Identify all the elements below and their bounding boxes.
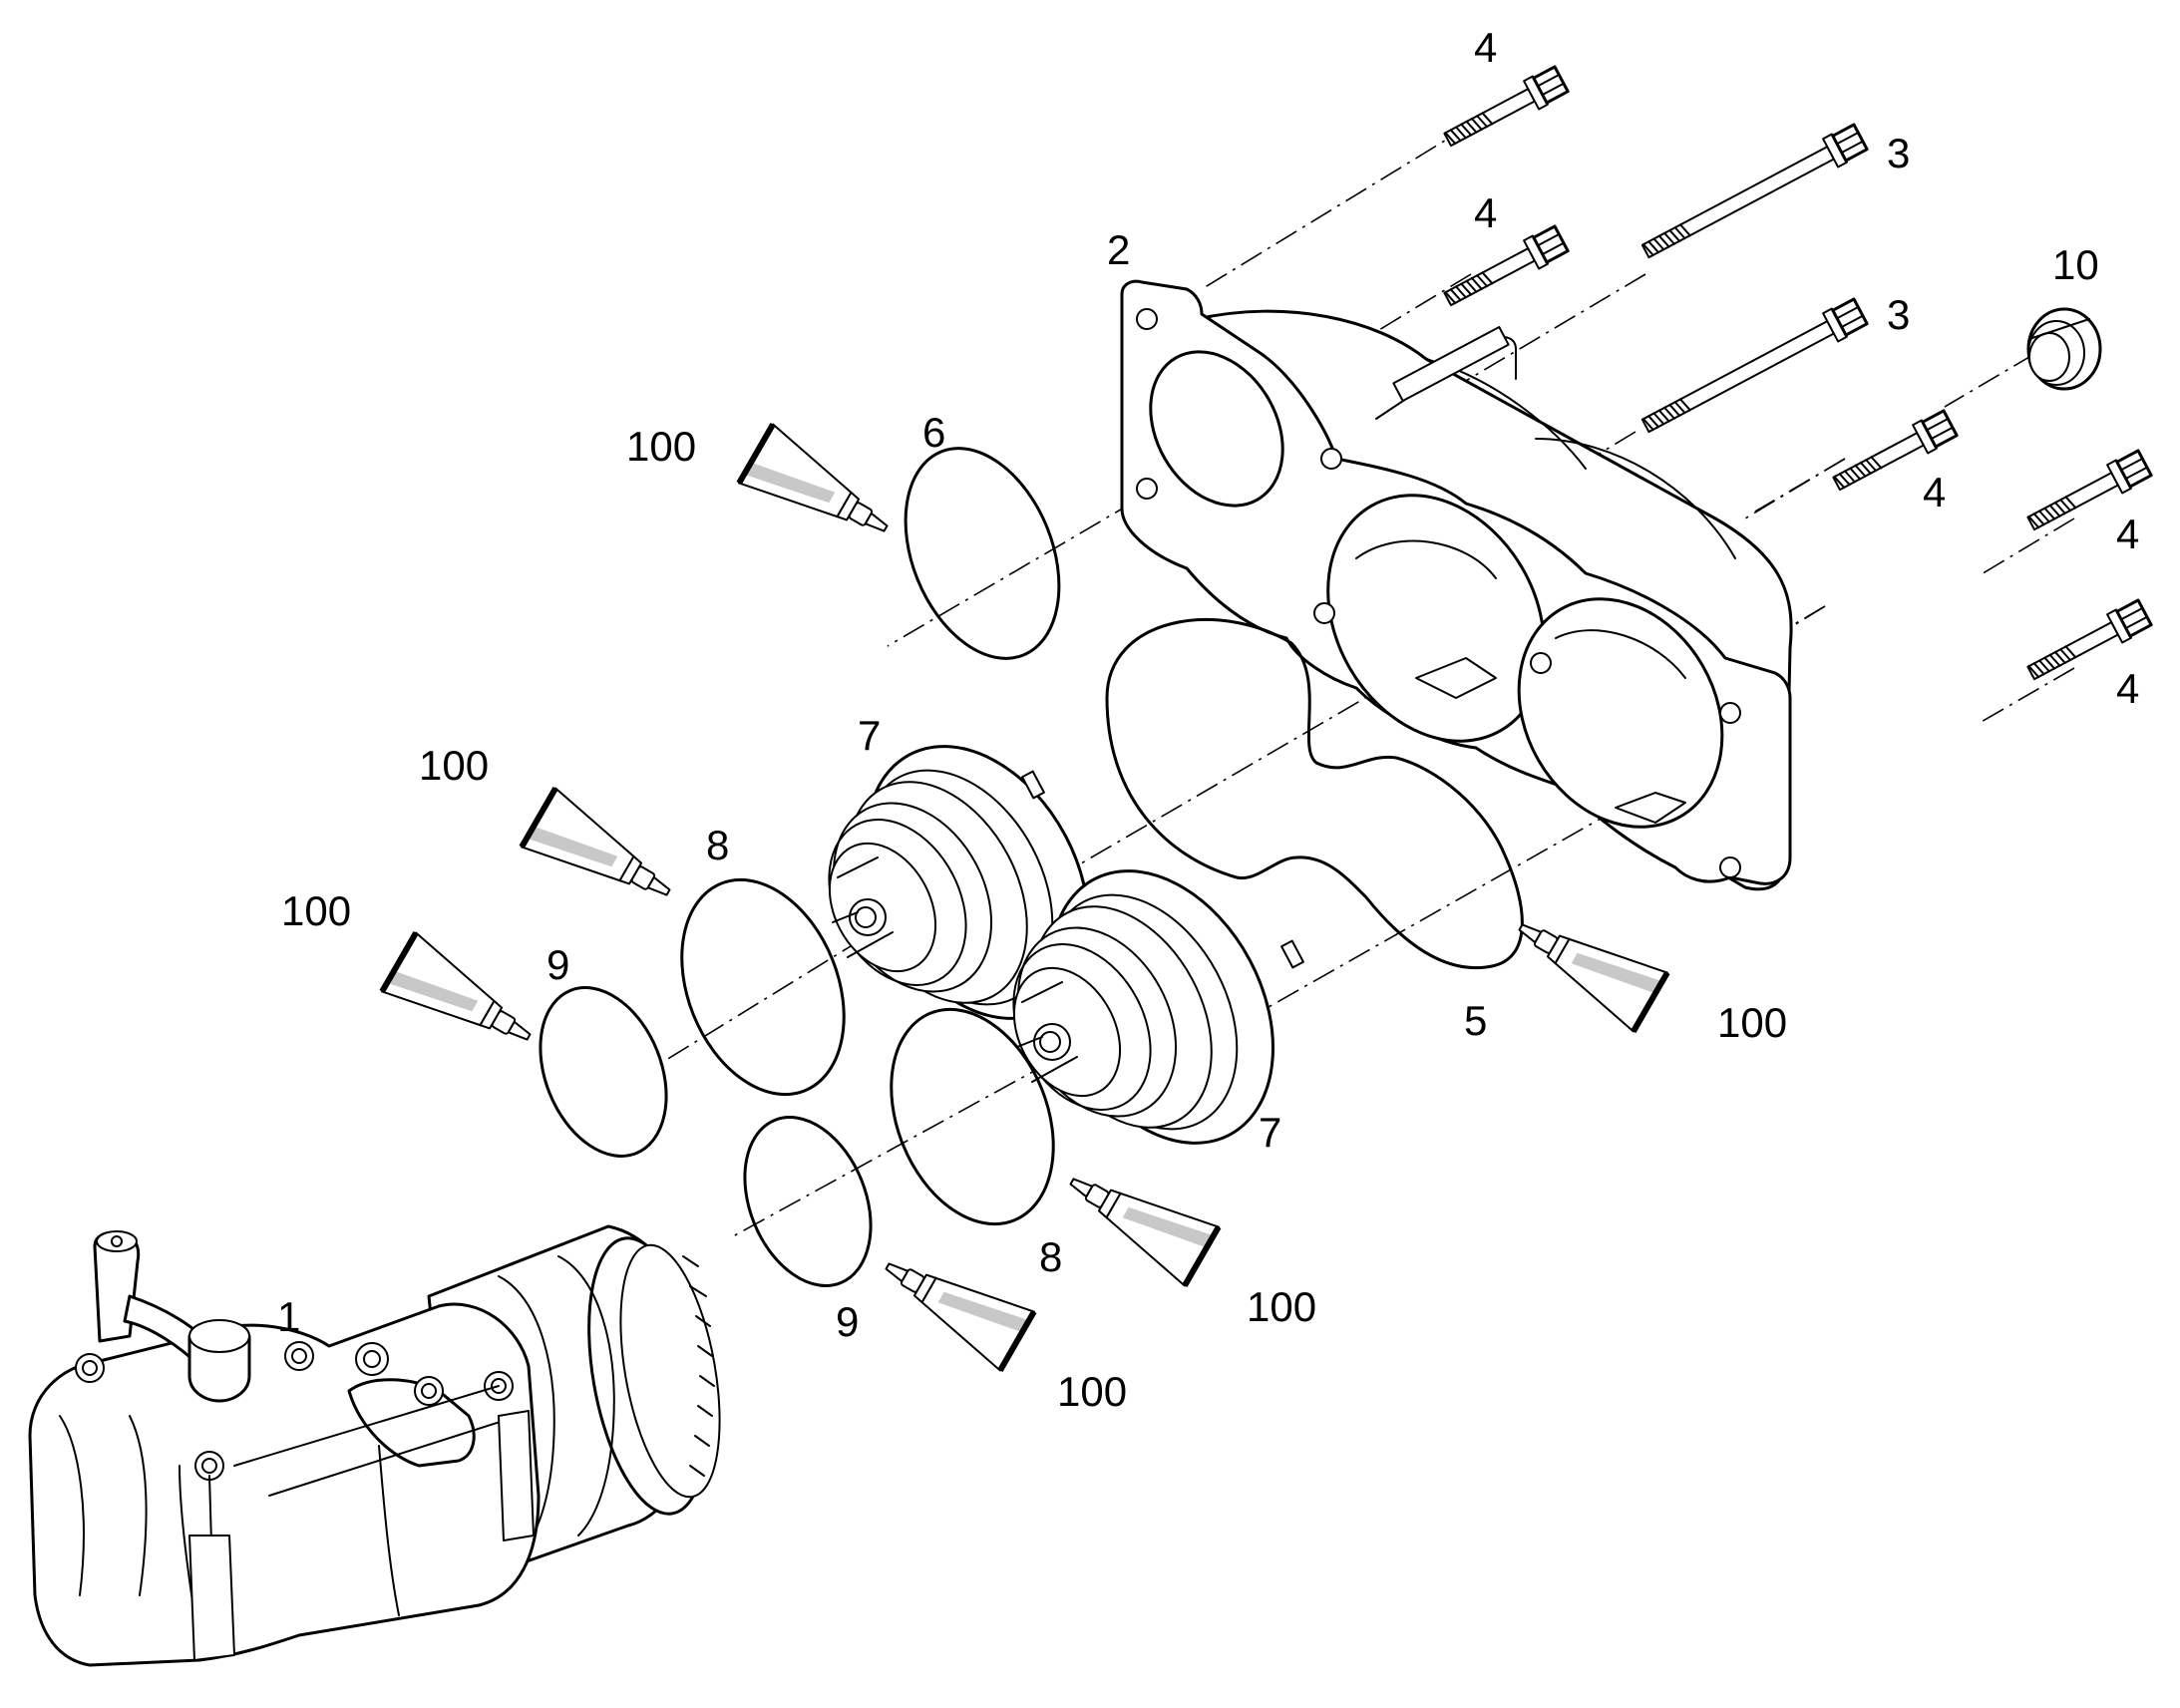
main-housing-part-1 bbox=[28, 1224, 721, 1667]
callout-2: 2 bbox=[1107, 226, 1130, 273]
o-ring-icon bbox=[743, 1116, 873, 1287]
callout-100: 100 bbox=[281, 887, 351, 934]
callout-5: 5 bbox=[1464, 997, 1487, 1044]
sealant-tube-icon bbox=[739, 425, 903, 558]
callout-labels: 1 2 3 3 4 4 4 4 4 5 6 7 7 8 8 9 9 10 100… bbox=[277, 24, 2139, 1415]
bolt-icon bbox=[1438, 222, 1571, 315]
bolt-icon bbox=[1438, 63, 1571, 156]
callout-4: 4 bbox=[2116, 665, 2139, 712]
callout-100: 100 bbox=[626, 423, 696, 470]
callout-1: 1 bbox=[277, 1293, 300, 1340]
bolt-icon bbox=[1636, 295, 1870, 442]
o-ring-icon bbox=[890, 1007, 1055, 1226]
callout-7: 7 bbox=[858, 712, 881, 759]
sealant-tube-icon bbox=[522, 789, 685, 922]
callout-6: 6 bbox=[922, 409, 945, 456]
callout-100: 100 bbox=[419, 742, 489, 789]
sealant-tube-icon bbox=[1504, 898, 1667, 1032]
callout-4: 4 bbox=[1923, 469, 1946, 515]
sealant-tube-icon bbox=[1055, 1153, 1219, 1286]
o-ring-icon bbox=[680, 877, 846, 1097]
callout-8: 8 bbox=[706, 822, 729, 868]
callout-100: 100 bbox=[1717, 999, 1787, 1046]
o-ring-icon bbox=[539, 986, 668, 1158]
callout-7: 7 bbox=[1259, 1109, 1281, 1156]
callout-10: 10 bbox=[2052, 241, 2099, 288]
thermostat-part-7 bbox=[1012, 869, 1304, 1145]
callout-9: 9 bbox=[836, 1298, 859, 1345]
sealant-tube-icon bbox=[382, 933, 545, 1067]
sealant-tube-icon bbox=[871, 1237, 1034, 1371]
callout-3: 3 bbox=[1887, 291, 1910, 338]
gasket-part-5 bbox=[1105, 617, 1524, 970]
callout-4: 4 bbox=[1474, 24, 1497, 71]
callout-100: 100 bbox=[1247, 1283, 1316, 1330]
o-ring-icon bbox=[904, 447, 1061, 660]
callout-3: 3 bbox=[1887, 130, 1910, 176]
bolt-icon bbox=[1636, 121, 1870, 267]
callout-4: 4 bbox=[1474, 189, 1497, 236]
callout-4: 4 bbox=[2116, 511, 2139, 557]
plug-icon bbox=[2026, 307, 2102, 391]
callout-100: 100 bbox=[1057, 1368, 1127, 1415]
callout-8: 8 bbox=[1039, 1233, 1062, 1280]
housing-part-2 bbox=[1120, 279, 1793, 891]
callout-9: 9 bbox=[546, 941, 569, 988]
